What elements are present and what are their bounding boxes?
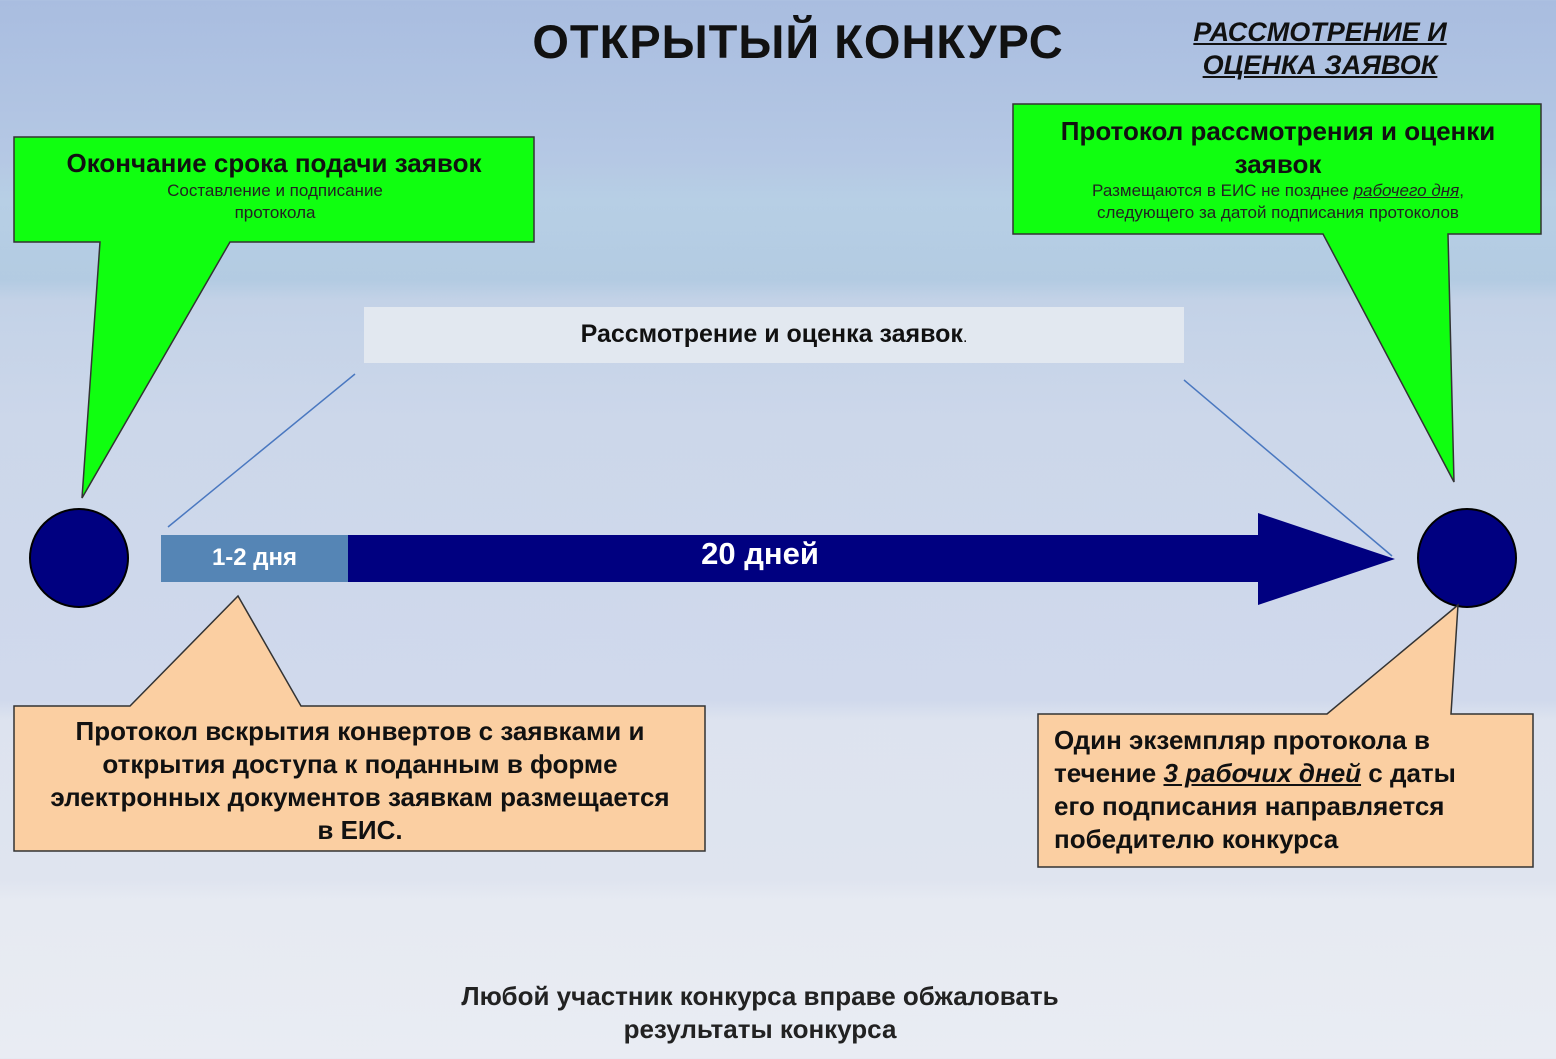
band-connector-left (167, 373, 356, 528)
callout-winner-line-3: его подписания направляется (1054, 791, 1445, 821)
callout-winner-line-2: течение 3 рабочих дней с даты (1054, 757, 1524, 790)
timeline-long-label: 20 дней (701, 536, 819, 571)
callout-envelopes-line-4: в ЕИС. (317, 815, 403, 845)
callout-protocol-sub-line-1: Размещаются в ЕИС не позднее рабочего дн… (1014, 180, 1542, 202)
callout-envelopes-text: Протокол вскрытия конвертов с заявками и… (22, 715, 698, 847)
page-title: ОТКРЫТЫЙ КОНКУРС (532, 15, 1064, 68)
callout-deadline-title: Окончание срока подачи заявок (66, 148, 482, 178)
callout-protocol-sub-line-2: следующего за датой подписания протоколо… (1097, 203, 1459, 222)
callout-envelopes-line-2: открытия доступа к поданным в форме (102, 749, 618, 779)
callout-winner-line-1: Один экземпляр протокола в (1054, 725, 1430, 755)
callout-protocol-title: Протокол рассмотрения и оценки заявок (1060, 116, 1496, 179)
callout-protocol-sub-part-2: , (1459, 181, 1464, 200)
callout-winner-line-2-part-2: с даты (1361, 758, 1456, 788)
footer-line-1: Любой участник конкурса вправе обжаловат… (461, 981, 1059, 1011)
callout-deadline-sub-line-1: Составление и подписание (167, 181, 383, 200)
start-node (29, 508, 129, 608)
callout-protocol-shape (1012, 103, 1542, 483)
band-connector-right (1183, 379, 1393, 557)
callout-deadline-shape (13, 136, 535, 499)
subtitle-line-1: РАССМОТРЕНИЕ И (1193, 17, 1447, 47)
callout-protocol-subtitle: Размещаются в ЕИС не позднее рабочего дн… (1014, 180, 1542, 224)
callout-winner-text: Один экземпляр протокола в течение 3 раб… (1054, 724, 1524, 856)
review-band-dot: . (962, 329, 968, 346)
callout-deadline-sub-line-2: протокола (234, 203, 316, 222)
footer-note: Любой участник конкурса вправе обжаловат… (380, 980, 1140, 1046)
timeline-short-segment (161, 535, 348, 582)
review-band-label: Рассмотрение и оценка заявок. (364, 320, 1184, 349)
callout-protocol-sub-part-1: Размещаются в ЕИС не позднее (1092, 181, 1354, 200)
callout-winner-underlined: 3 рабочих дней (1163, 758, 1362, 788)
callout-winner-line-2-part-1: течение (1054, 758, 1164, 788)
timeline-arrow (348, 513, 1395, 605)
footer-line-2: результаты конкурса (623, 1014, 897, 1044)
callout-envelopes-line-1: Протокол вскрытия конвертов с заявками и (75, 716, 645, 746)
callout-winner-line-4: победителю конкурса (1054, 824, 1339, 854)
section-subtitle: РАССМОТРЕНИЕ И ОЦЕНКА ЗАЯВОК (1160, 16, 1480, 82)
subtitle-line-2: ОЦЕНКА ЗАЯВОК (1202, 50, 1438, 80)
callout-protocol-sub-underlined: рабочего дня (1353, 181, 1460, 200)
callout-winner-shape (1037, 603, 1534, 868)
timeline-short-label: 1-2 дня (211, 544, 298, 571)
review-band-text: Рассмотрение и оценка заявок (580, 320, 963, 348)
callout-envelopes-line-3: электронных документов заявкам размещает… (50, 782, 670, 812)
callout-deadline-subtitle: Составление и подписание протокола (120, 180, 430, 224)
end-node (1417, 508, 1517, 608)
callout-envelopes-shape (13, 594, 706, 852)
review-band (364, 307, 1184, 363)
